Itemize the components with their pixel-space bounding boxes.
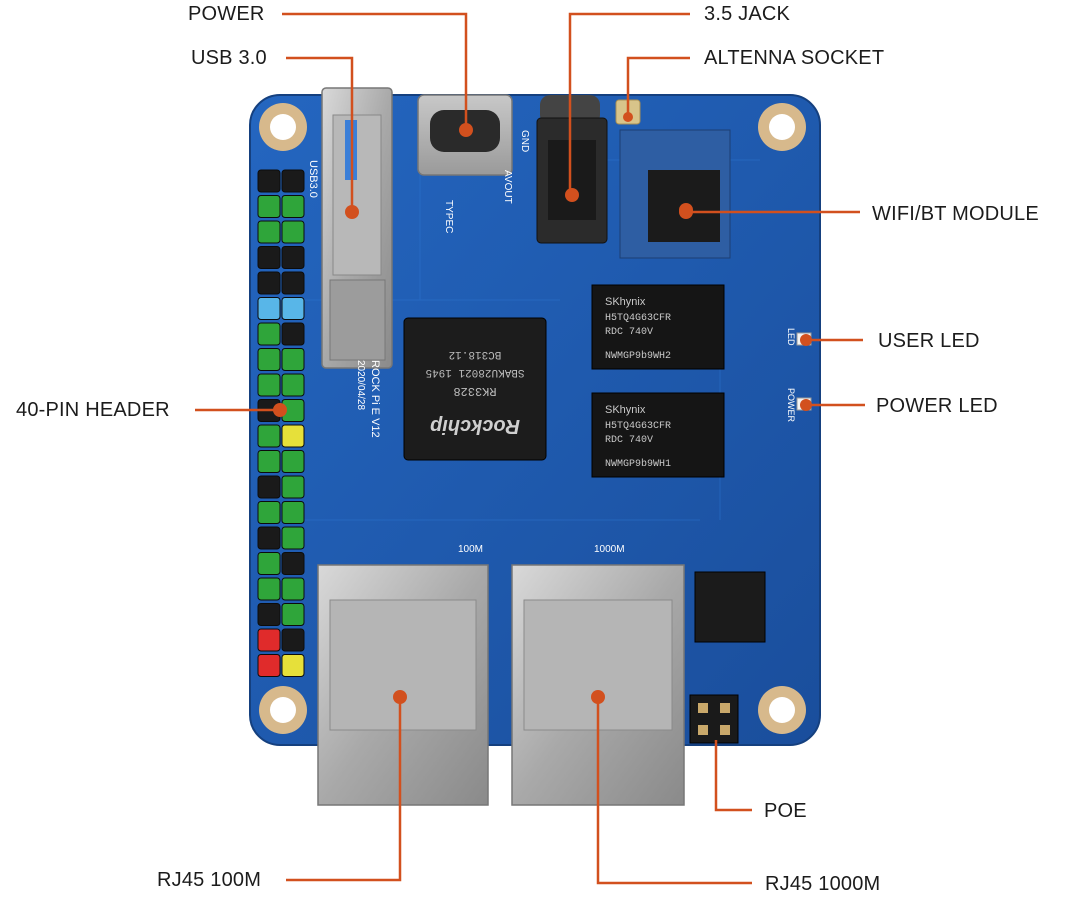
label-user-led: USER LED xyxy=(878,330,980,352)
header-pin xyxy=(281,424,305,448)
header-pin xyxy=(281,348,305,371)
poe-header xyxy=(689,694,739,744)
silk-1000m: 1000M xyxy=(594,544,625,555)
rj45-100m-port xyxy=(317,564,489,806)
header-pin xyxy=(257,526,281,550)
header-pin xyxy=(257,450,281,473)
soc-brand: Rockchip xyxy=(430,415,520,437)
header-pin xyxy=(281,322,305,346)
mounting-hole-top-right xyxy=(758,103,806,151)
ram2-brand: SKhynix xyxy=(605,404,646,416)
header-pin xyxy=(281,271,305,295)
header-pin xyxy=(281,654,305,677)
user-led-marker xyxy=(800,334,812,346)
ram1-grade: RDC 740V xyxy=(605,327,653,338)
soc-model: RK3328 xyxy=(453,384,496,398)
callout-line-power xyxy=(282,12,468,130)
header-marker xyxy=(273,403,287,417)
label-power: POWER xyxy=(188,3,265,25)
header-pin xyxy=(257,552,281,575)
silk-led: LED xyxy=(786,328,796,346)
header-pin xyxy=(257,603,281,626)
label-antenna-socket: ALTENNA SOCKET xyxy=(704,47,885,69)
wifi-bt-module xyxy=(619,129,731,259)
silk-board-date: 2020/04/28 xyxy=(355,360,366,410)
usb3-port xyxy=(321,87,393,369)
header-pin xyxy=(257,322,281,346)
header-pin xyxy=(257,424,281,448)
soc-lot: BC318.12 xyxy=(449,348,502,360)
ram2-code: NWMGP9b9WH1 xyxy=(605,458,671,470)
header-pin xyxy=(281,195,305,218)
soc-chip xyxy=(403,317,547,461)
mounting-hole-bottom-right xyxy=(758,686,806,734)
header-pin xyxy=(257,271,281,295)
40-pin-header xyxy=(257,169,305,677)
silk-gnd: GND xyxy=(519,130,530,152)
header-pin xyxy=(257,654,281,677)
header-pin xyxy=(257,246,281,269)
header-pin xyxy=(257,348,281,371)
wifi-marker xyxy=(679,205,693,219)
header-pin xyxy=(281,450,305,473)
ram-chip-2 xyxy=(591,392,725,478)
callout-line-antenna xyxy=(626,56,690,117)
callout-line-jack xyxy=(568,12,690,195)
header-pin xyxy=(257,501,281,524)
silk-typec: TYPEC xyxy=(443,200,454,233)
header-pin xyxy=(257,195,281,218)
soc-batch: SBAKU28021 1945 xyxy=(425,366,524,378)
label-40-pin-header: 40-PIN HEADER xyxy=(16,399,170,421)
header-pin xyxy=(257,373,281,397)
ram1-brand: SKhynix xyxy=(605,296,646,308)
mounting-hole-bottom-left xyxy=(259,686,307,734)
header-pin xyxy=(281,628,305,652)
ethernet-phy-chip xyxy=(694,571,766,643)
header-pin xyxy=(281,246,305,269)
audio-jack xyxy=(536,95,608,244)
callout-line-usb3 xyxy=(286,56,354,212)
header-pin xyxy=(257,220,281,244)
header-pin xyxy=(257,297,281,320)
label-rj45-1000m: RJ45 1000M xyxy=(765,873,881,895)
header-pin xyxy=(281,603,305,626)
ram2-part: H5TQ4G63CFR xyxy=(605,421,671,432)
callout-line-poe xyxy=(714,740,752,812)
header-pin xyxy=(281,297,305,320)
callout-line-rj45-1000m xyxy=(596,697,752,885)
ram2-grade: RDC 740V xyxy=(605,435,653,446)
label-poe: POE xyxy=(764,800,807,822)
mounting-hole-top-left xyxy=(259,103,307,151)
header-pin xyxy=(281,373,305,397)
header-pin xyxy=(281,526,305,550)
header-pin xyxy=(281,220,305,244)
label-rj45-100m: RJ45 100M xyxy=(157,869,262,891)
header-pin xyxy=(281,552,305,575)
header-pin xyxy=(257,169,281,193)
ram1-part: H5TQ4G63CFR xyxy=(605,313,671,324)
ram-chip-1 xyxy=(591,284,725,370)
silk-avout: AVOUT xyxy=(502,170,513,204)
callout-line-rj45-100m xyxy=(286,697,402,882)
header-pin xyxy=(281,169,305,193)
label-usb3: USB 3.0 xyxy=(191,47,267,69)
header-pin xyxy=(257,577,281,601)
power-led-marker xyxy=(800,399,812,411)
header-pin xyxy=(281,475,305,499)
header-pin xyxy=(257,475,281,499)
ram1-code: NWMGP9b9WH2 xyxy=(605,350,671,362)
silk-board-name: ROCK Pi E V12 xyxy=(369,360,381,438)
header-pin xyxy=(257,628,281,652)
silk-power: POWER xyxy=(786,388,796,423)
header-pin xyxy=(281,577,305,601)
label-wifi-bt-module: WIFI/BT MODULE xyxy=(872,203,1039,225)
silk-100m: 100M xyxy=(458,544,483,555)
label-power-led: POWER LED xyxy=(876,395,998,417)
header-pin xyxy=(281,501,305,524)
silk-usb3: USB3.0 xyxy=(307,160,319,198)
label-3-5-jack: 3.5 JACK xyxy=(704,3,791,25)
